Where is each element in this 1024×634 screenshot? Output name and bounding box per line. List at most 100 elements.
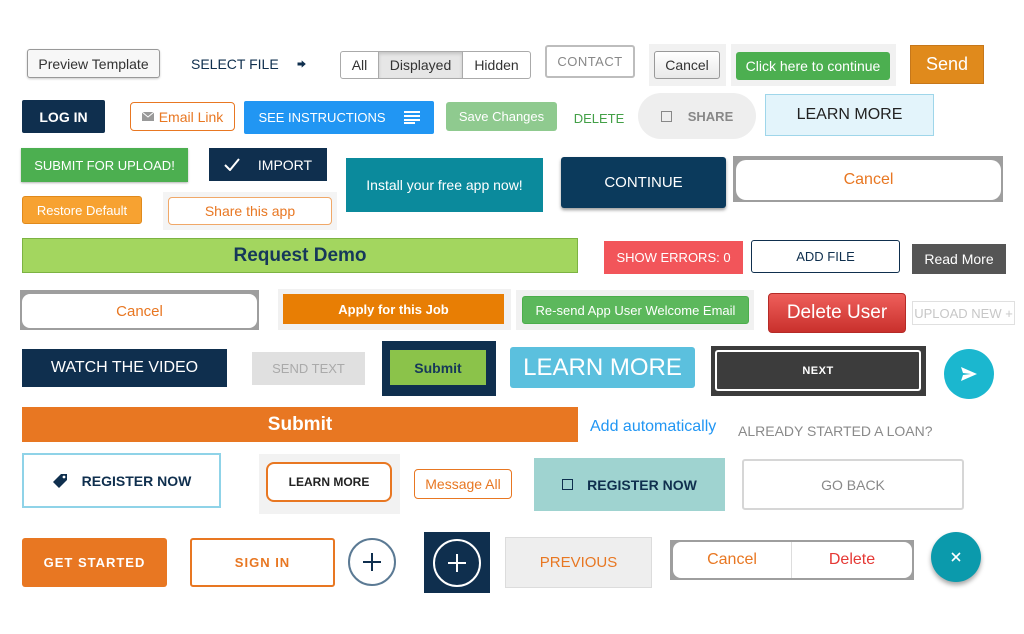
get-started-button[interactable]: GET STARTED <box>22 538 167 587</box>
request-demo-button[interactable]: Request Demo <box>22 238 578 273</box>
submit-orange-label: Submit <box>267 413 333 435</box>
send-button[interactable]: Send <box>910 45 984 84</box>
log-in-button[interactable]: LOG IN <box>22 100 105 133</box>
delete-split-button[interactable]: Delete <box>792 542 912 578</box>
watch-video-label: WATCH THE VIDEO <box>50 359 199 376</box>
preview-template-label: Preview Template <box>38 55 149 72</box>
submit-upload-label: SUBMIT FOR UPLOAD! <box>34 157 175 173</box>
submit-upload-button[interactable]: SUBMIT FOR UPLOAD! <box>21 148 188 182</box>
learn-more-round-label: LEARN MORE <box>288 475 370 489</box>
import-button[interactable]: IMPORT <box>209 148 327 181</box>
learn-more-round-button[interactable]: LEARN MORE <box>266 462 392 502</box>
next-button[interactable]: NEXT <box>715 350 921 391</box>
share-label: SHARE <box>687 108 734 124</box>
submit-orange-button[interactable]: Submit <box>22 407 578 442</box>
message-all-button[interactable]: Message All <box>414 469 512 499</box>
add-automatically-link[interactable]: Add automatically <box>590 416 732 438</box>
watch-video-button[interactable]: WATCH THE VIDEO <box>22 349 227 387</box>
send-label: Send <box>925 54 969 74</box>
continue-button[interactable]: CONTINUE <box>561 157 726 208</box>
install-app-button[interactable]: Install your free app now! <box>346 158 543 212</box>
cancel-split-label: Cancel <box>707 551 757 568</box>
tag-icon <box>52 473 67 488</box>
already-started-link[interactable]: ALREADY STARTED A LOAN? <box>738 421 938 441</box>
delete-text-button[interactable]: DELETE <box>570 108 628 128</box>
cancel-orange-pill2-button[interactable]: Cancel <box>22 294 257 328</box>
share-button[interactable]: SHARE <box>638 93 756 139</box>
continue-label: CONTINUE <box>604 174 683 191</box>
cancel-orange-pill-button[interactable]: Cancel <box>736 160 1001 200</box>
share-app-button[interactable]: Share this app <box>168 197 332 225</box>
send-text-button[interactable]: SEND TEXT <box>252 352 365 385</box>
resend-email-button[interactable]: Re-send App User Welcome Email <box>522 296 749 324</box>
show-errors-button[interactable]: SHOW ERRORS: 0 <box>604 241 743 274</box>
filter-displayed-label: Displayed <box>389 57 452 73</box>
filter-hidden-button[interactable]: Hidden <box>463 52 530 78</box>
go-back-label: GO BACK <box>821 476 885 493</box>
go-back-button[interactable]: GO BACK <box>742 459 964 510</box>
submit-green-button[interactable]: Submit <box>390 350 486 385</box>
see-instructions-button[interactable]: SEE INSTRUCTIONS <box>244 101 434 134</box>
add-navy-circle <box>433 538 481 587</box>
read-more-button[interactable]: Read More <box>912 244 1006 274</box>
save-changes-button[interactable]: Save Changes <box>446 102 557 131</box>
register-now-button-2[interactable]: REGISTER NOW <box>534 458 725 511</box>
send-fab-button[interactable] <box>944 349 994 399</box>
plus-icon <box>363 553 381 571</box>
contact-button[interactable]: CONTACT <box>545 45 635 78</box>
close-icon <box>951 552 961 562</box>
envelope-icon <box>141 112 154 121</box>
plus-icon <box>448 553 466 572</box>
send-icon <box>961 367 977 381</box>
filter-displayed-button[interactable]: Displayed <box>379 52 463 78</box>
split-button-group: Cancel Delete <box>673 542 912 578</box>
delete-user-label: Delete User <box>786 302 888 323</box>
click-continue-button[interactable]: Click here to continue <box>736 52 890 80</box>
delete-user-button[interactable]: Delete User <box>768 293 906 333</box>
add-file-label: ADD FILE <box>796 249 855 264</box>
learn-more-light-button[interactable]: LEARN MORE <box>765 94 934 136</box>
checkbox-icon <box>562 479 574 490</box>
next-label: NEXT <box>802 364 834 377</box>
restore-default-label: Restore Default <box>36 202 128 218</box>
filter-all-button[interactable]: All <box>341 52 379 78</box>
preview-template-button[interactable]: Preview Template <box>27 49 160 78</box>
select-file-button[interactable]: SELECT FILE <box>186 52 306 76</box>
learn-more-big-label: LEARN MORE <box>523 353 682 381</box>
add-automatically-label: Add automatically <box>590 418 717 435</box>
import-label: IMPORT <box>257 156 313 173</box>
request-demo-label: Request Demo <box>233 244 367 266</box>
cancel-gray-button[interactable]: Cancel <box>654 51 720 79</box>
restore-default-button[interactable]: Restore Default <box>22 196 142 224</box>
delete-green-label: DELETE <box>573 110 625 126</box>
upload-new-button[interactable]: UPLOAD NEW + <box>912 301 1015 325</box>
upload-new-label: UPLOAD NEW + <box>914 305 1013 321</box>
click-continue-label: Click here to continue <box>745 58 881 74</box>
add-file-button[interactable]: ADD FILE <box>751 240 900 273</box>
apply-job-button[interactable]: Apply for this Job <box>283 294 504 324</box>
cancel-split-button[interactable]: Cancel <box>673 542 792 578</box>
arrow-right-icon <box>297 60 306 68</box>
sign-in-button[interactable]: SIGN IN <box>190 538 335 587</box>
previous-button[interactable]: PREVIOUS <box>505 537 652 588</box>
add-navy-button[interactable] <box>424 532 490 593</box>
filter-hidden-label: Hidden <box>474 57 519 73</box>
log-in-label: LOG IN <box>39 108 88 125</box>
already-started-label: ALREADY STARTED A LOAN? <box>738 423 933 439</box>
message-all-label: Message All <box>425 476 501 492</box>
register-now-1-label: REGISTER NOW <box>81 472 192 489</box>
check-icon <box>224 158 240 171</box>
add-outline-circle-button[interactable] <box>348 538 396 586</box>
get-started-label: GET STARTED <box>43 555 146 570</box>
learn-more-big-button[interactable]: LEARN MORE <box>510 347 695 388</box>
email-link-button[interactable]: Email Link <box>130 102 235 131</box>
apply-job-label: Apply for this Job <box>338 301 449 317</box>
close-fab-button[interactable] <box>931 532 981 582</box>
filter-all-label: All <box>351 57 368 73</box>
contact-label: CONTACT <box>557 54 623 69</box>
delete-split-label: Delete <box>828 551 876 568</box>
cancel-gray-label: Cancel <box>665 57 709 73</box>
sign-in-label: SIGN IN <box>234 555 291 570</box>
register-now-button-1[interactable]: REGISTER NOW <box>22 453 221 508</box>
send-text-label: SEND TEXT <box>272 361 345 376</box>
